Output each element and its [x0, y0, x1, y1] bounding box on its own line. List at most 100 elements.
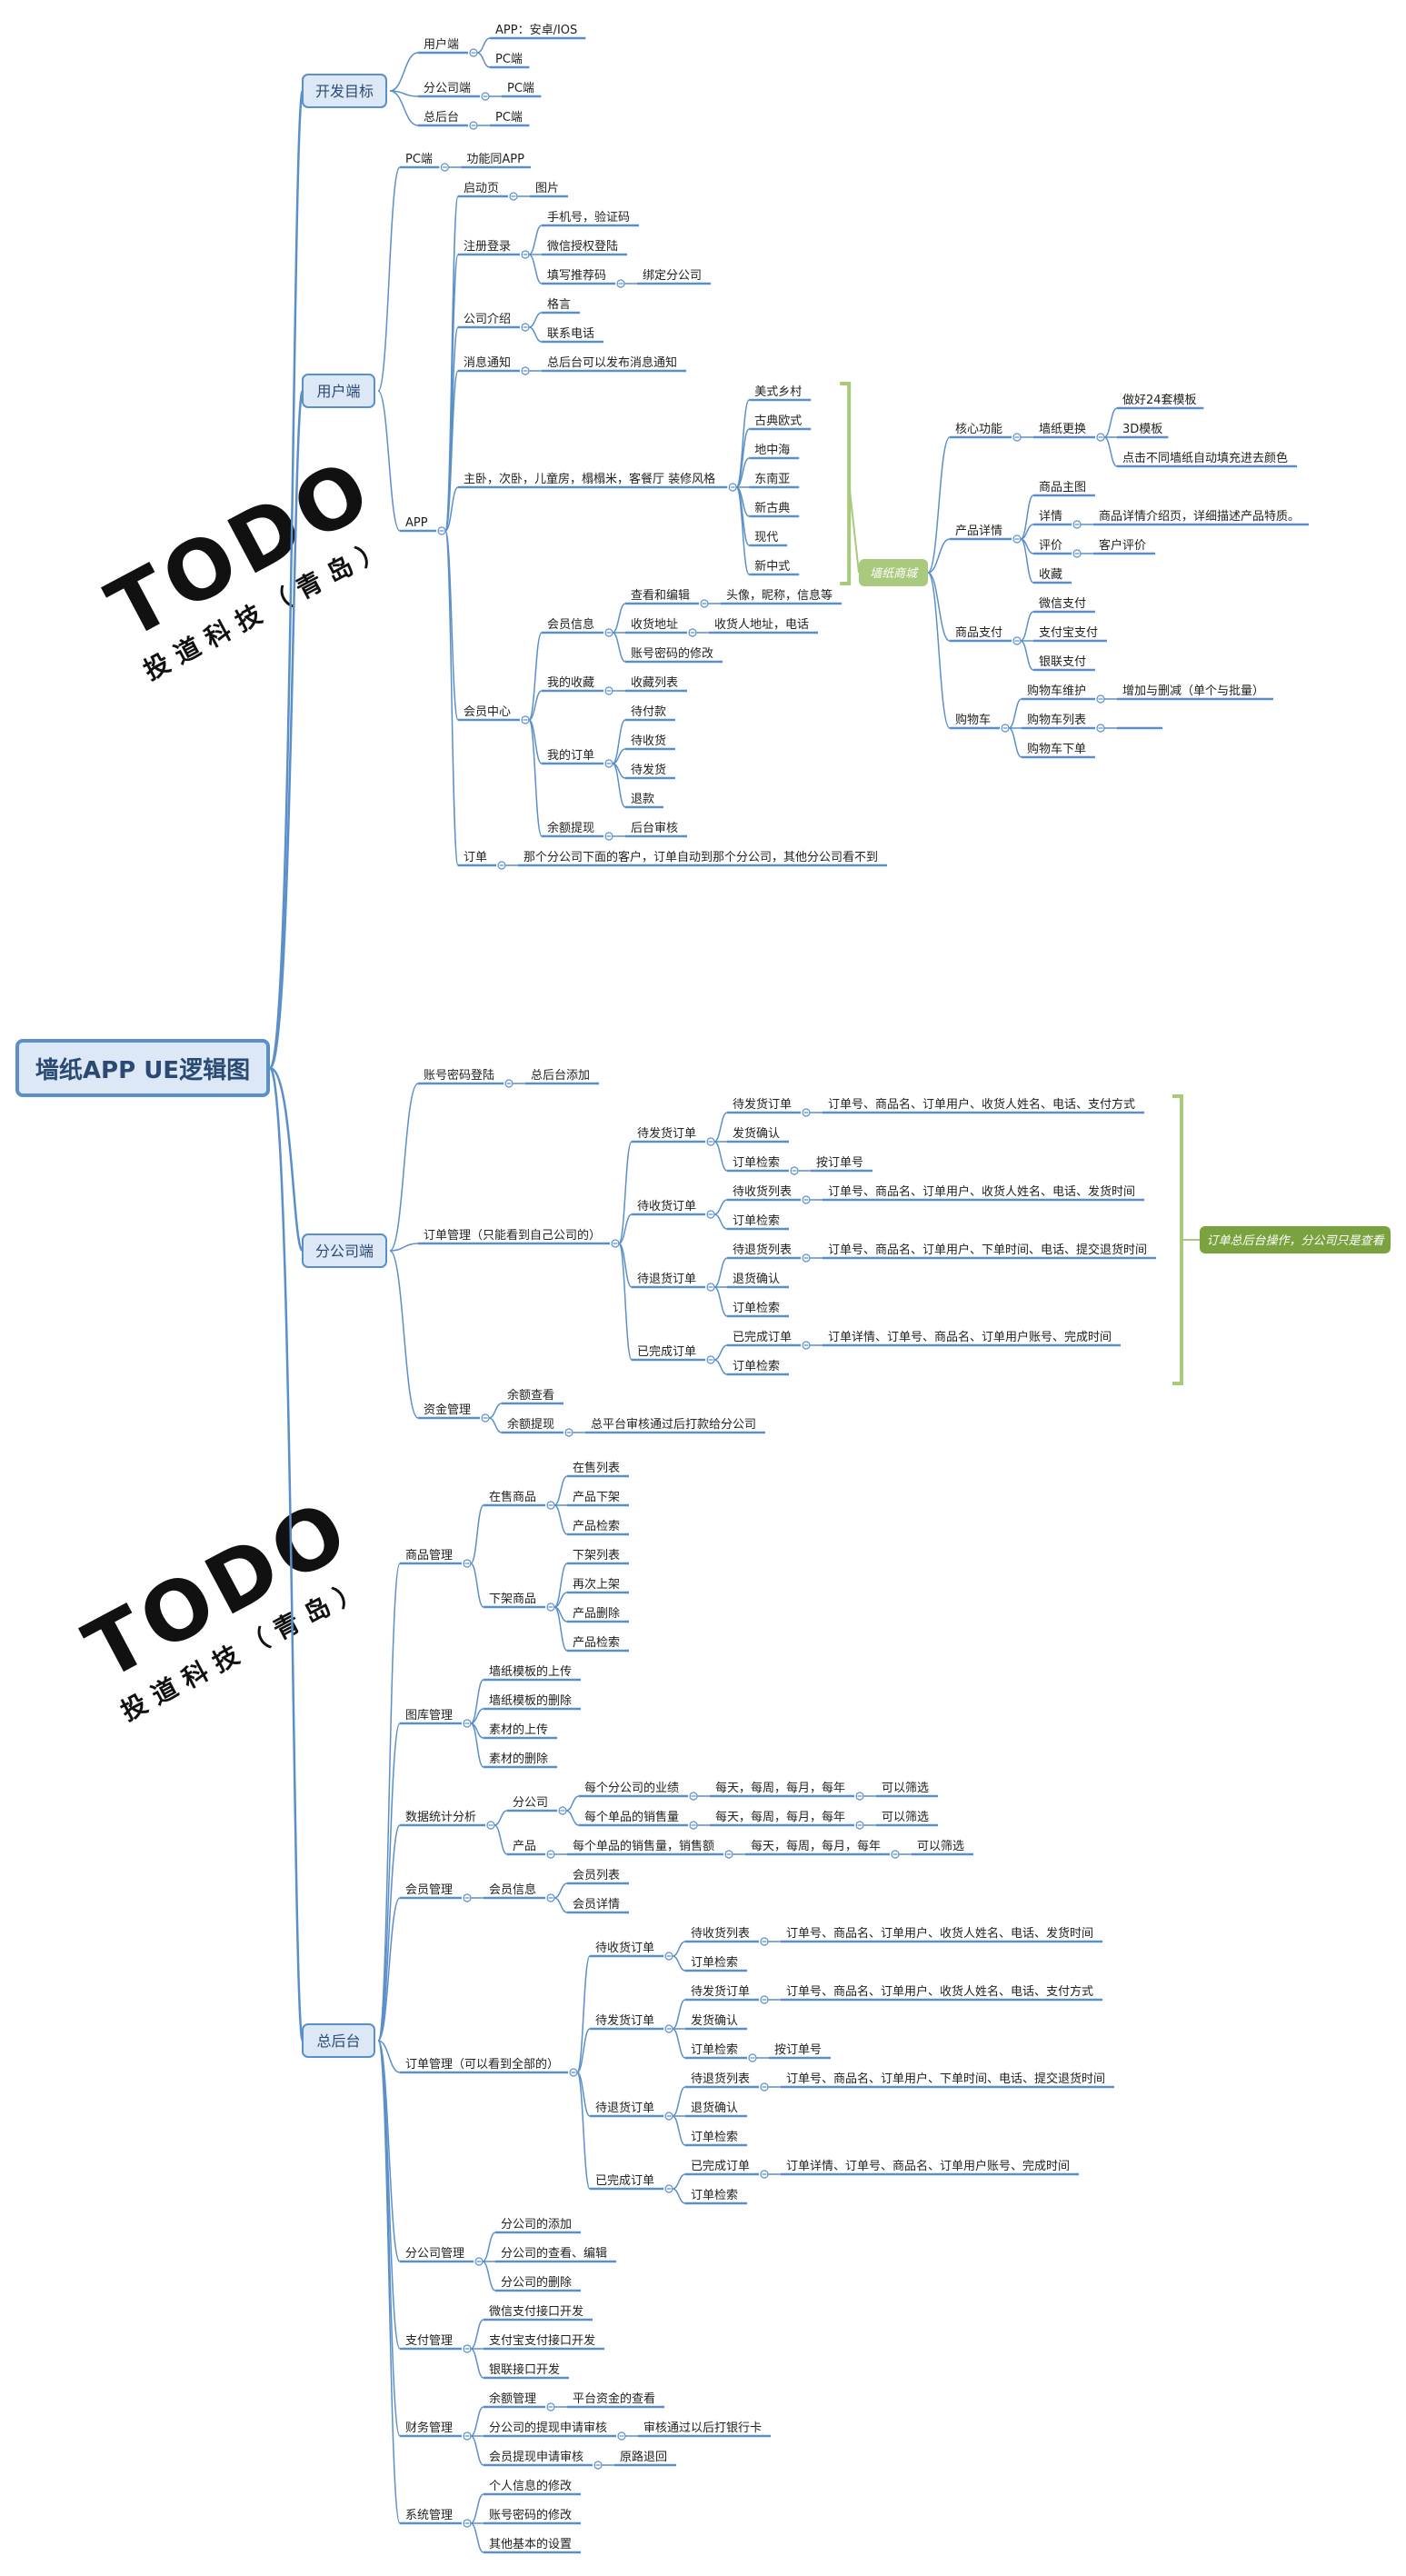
node-待收货列表[interactable]: 待收货列表	[685, 1926, 769, 1946]
node-支付宝支付接口开发[interactable]: 支付宝支付接口开发	[484, 2333, 604, 2351]
node-发货确认[interactable]: 发货确认	[727, 1126, 789, 1143]
node-微信支付[interactable]: 微信支付	[1033, 597, 1095, 614]
node-待退货订单[interactable]: 待退货订单	[632, 1272, 715, 1292]
node-退货确认[interactable]: 退货确认	[685, 2101, 747, 2118]
node-点击不同墙纸自动填充进去颜色[interactable]: 点击不同墙纸自动填充进去颜色	[1117, 451, 1297, 468]
node-订单号-商品名-订单用户-收货人姓名-电话-发货[interactable]: 订单号、商品名、订单用户、收货人姓名、电话、发货时间	[823, 1184, 1144, 1202]
node-购物车列表[interactable]: 购物车列表	[1022, 713, 1105, 733]
node-填写推荐码[interactable]: 填写推荐码	[542, 269, 625, 288]
node-在售商品[interactable]: 在售商品	[484, 1490, 555, 1510]
node-客户评价[interactable]: 客户评价	[1093, 538, 1155, 555]
node-古典欧式[interactable]: 古典欧式	[749, 414, 812, 431]
node-素材的上传[interactable]: 素材的上传	[484, 1722, 557, 1740]
node-订单号-商品名-订单用户-下单时间-电话-提交退[interactable]: 订单号、商品名、订单用户、下单时间、电话、提交退货时间	[781, 2072, 1114, 2089]
root-topic[interactable]: 墙纸APP UE逻辑图	[15, 1039, 270, 1097]
node-消息通知[interactable]: 消息通知	[458, 355, 530, 375]
node-公司介绍[interactable]: 公司介绍	[458, 313, 530, 332]
node-数据统计分析[interactable]: 数据统计分析	[400, 1811, 495, 1830]
node-主卧-次卧-儿童房-榻榻米-客餐厅-装修风格[interactable]: 主卧，次卧，儿童房，榻榻米，客餐厅 装修风格	[458, 472, 737, 492]
node-会员中心[interactable]: 会员中心	[458, 705, 530, 724]
node-分公司的添加[interactable]: 分公司的添加	[495, 2217, 581, 2234]
node-订单号-商品名-订单用户-收货人姓名-电话-发货[interactable]: 订单号、商品名、订单用户、收货人姓名、电话、发货时间	[781, 1926, 1102, 1943]
node-银联接口开发[interactable]: 银联接口开发	[484, 2362, 569, 2380]
node-系统管理[interactable]: 系统管理	[400, 2509, 472, 2528]
node-微信授权登陆[interactable]: 微信授权登陆	[542, 239, 627, 256]
node-图库管理[interactable]: 图库管理	[400, 1708, 472, 1728]
node-每天-每周-每月-每年[interactable]: 每天，每周，每月，每年	[710, 1781, 864, 1801]
node-会员信息[interactable]: 会员信息	[484, 1882, 555, 1902]
node-用户端[interactable]: 用户端	[418, 37, 478, 57]
node-订单管理-只能看到自己公司的-[interactable]: 订单管理（只能看到自己公司的）	[418, 1228, 620, 1248]
node-按订单号[interactable]: 按订单号	[811, 1156, 873, 1173]
node-会员管理[interactable]: 会员管理	[400, 1883, 472, 1902]
node-分公司管理[interactable]: 分公司管理	[400, 2247, 484, 2266]
node-评价[interactable]: 评价	[1033, 539, 1082, 558]
node-头像-昵称-信息等[interactable]: 头像，昵称，信息等	[721, 588, 842, 605]
node-账号密码的修改[interactable]: 账号密码的修改	[625, 646, 723, 664]
node-每个分公司的业绩[interactable]: 每个分公司的业绩	[579, 1781, 698, 1801]
node-3D模板[interactable]: 3D模板	[1117, 423, 1169, 439]
node-产品[interactable]: 产品	[507, 1840, 555, 1859]
node-资金管理[interactable]: 资金管理	[418, 1403, 490, 1423]
node-其他基本的设置[interactable]: 其他基本的设置	[484, 2537, 581, 2554]
node-收货人地址-电话[interactable]: 收货人地址，电话	[709, 617, 818, 634]
node-分公司[interactable]: 分公司	[507, 1796, 567, 1815]
node-待发货[interactable]: 待发货	[625, 763, 675, 780]
node-订单检索[interactable]: 订单检索	[685, 1956, 747, 1972]
node-余额查看[interactable]: 余额查看	[502, 1388, 563, 1405]
node-功能同APP[interactable]: 功能同APP	[461, 153, 531, 169]
node-下架列表[interactable]: 下架列表	[567, 1549, 629, 1565]
node-已完成订单[interactable]: 已完成订单	[590, 2174, 673, 2193]
main-branch-node-总后台[interactable]: 总后台	[302, 2023, 375, 2058]
node-做好24套模板[interactable]: 做好24套模板	[1117, 393, 1204, 410]
node-产品检索[interactable]: 产品检索	[567, 1636, 629, 1652]
node-商品支付[interactable]: 商品支付	[950, 626, 1022, 645]
node-手机号-验证码[interactable]: 手机号，验证码	[542, 210, 639, 227]
node-订单检索[interactable]: 订单检索	[727, 1302, 789, 1318]
node-分公司的查看-编辑[interactable]: 分公司的查看、编辑	[495, 2246, 616, 2263]
node-分公司端[interactable]: 分公司端	[418, 82, 490, 101]
node-APP[interactable]: APP	[400, 516, 446, 535]
node-产品下架[interactable]: 产品下架	[567, 1491, 629, 1507]
node-订单详情-订单号-商品名-订单用户账号-完成时间[interactable]: 订单详情、订单号、商品名、订单用户账号、完成时间	[781, 2159, 1079, 2176]
node-APP-安卓-IOS[interactable]: APP：安卓/IOS	[490, 24, 586, 40]
node-订单号-商品名-订单用户-收货人姓名-电话-支付[interactable]: 订单号、商品名、订单用户、收货人姓名、电话、支付方式	[823, 1097, 1144, 1114]
node-财务管理[interactable]: 财务管理	[400, 2421, 472, 2441]
node-发货确认[interactable]: 发货确认	[685, 2013, 747, 2031]
node-订单详情-订单号-商品名-订单用户账号-完成时间[interactable]: 订单详情、订单号、商品名、订单用户账号、完成时间	[823, 1330, 1121, 1347]
node-会员详情[interactable]: 会员详情	[567, 1898, 629, 1914]
node-我的收藏[interactable]: 我的收藏	[542, 675, 613, 695]
main-branch-node-开发目标[interactable]: 开发目标	[302, 74, 387, 108]
node-商品详情介绍页-详细描述产品特质。[interactable]: 商品详情介绍页，详细描述产品特质。	[1093, 510, 1309, 526]
orders-note-topic[interactable]: 订单总后台操作，分公司只是查看	[1200, 1226, 1391, 1253]
node-待发货订单[interactable]: 待发货订单	[590, 2013, 673, 2033]
node-商品主图[interactable]: 商品主图	[1033, 481, 1095, 497]
node-收藏[interactable]: 收藏	[1033, 568, 1072, 584]
node-余额提现[interactable]: 余额提现	[542, 821, 613, 841]
node-订单检索[interactable]: 订单检索	[685, 2043, 757, 2062]
node-商品管理[interactable]: 商品管理	[400, 1549, 472, 1568]
node-微信支付接口开发[interactable]: 微信支付接口开发	[484, 2304, 593, 2321]
mall-float-topic[interactable]: 墙纸商城	[859, 559, 928, 586]
node-已完成订单[interactable]: 已完成订单	[685, 2160, 769, 2179]
node-退款[interactable]: 退款	[625, 793, 663, 809]
main-branch-node-用户端[interactable]: 用户端	[302, 374, 375, 408]
node-格言[interactable]: 格言	[542, 297, 580, 315]
node-再次上架[interactable]: 再次上架	[567, 1577, 629, 1594]
node-订单检索[interactable]: 订单检索	[727, 1156, 799, 1175]
node-在售列表[interactable]: 在售列表	[567, 1461, 629, 1478]
node-可以筛选[interactable]: 可以筛选	[876, 1782, 938, 1798]
node-东南亚[interactable]: 东南亚	[749, 472, 800, 489]
node-总后台添加[interactable]: 总后台添加	[525, 1069, 599, 1085]
node-美式乡村[interactable]: 美式乡村	[749, 385, 812, 402]
node-已完成订单[interactable]: 已完成订单	[632, 1345, 715, 1364]
node-详情[interactable]: 详情	[1033, 510, 1082, 529]
node-可以筛选[interactable]: 可以筛选	[876, 1811, 938, 1827]
node-每天-每周-每月-每年[interactable]: 每天，每周，每月，每年	[710, 1810, 864, 1830]
node-订单检索[interactable]: 订单检索	[727, 1360, 789, 1376]
node-待收货[interactable]: 待收货	[625, 734, 675, 751]
node-增加与删减-单个与批量-[interactable]: 增加与删减（单个与批量）	[1117, 684, 1273, 701]
node-支付宝支付[interactable]: 支付宝支付	[1033, 626, 1107, 643]
node-待发货订单[interactable]: 待发货订单	[632, 1126, 715, 1146]
node-总平台审核通过后打款给分公司[interactable]: 总平台审核通过后打款给分公司	[585, 1418, 765, 1434]
